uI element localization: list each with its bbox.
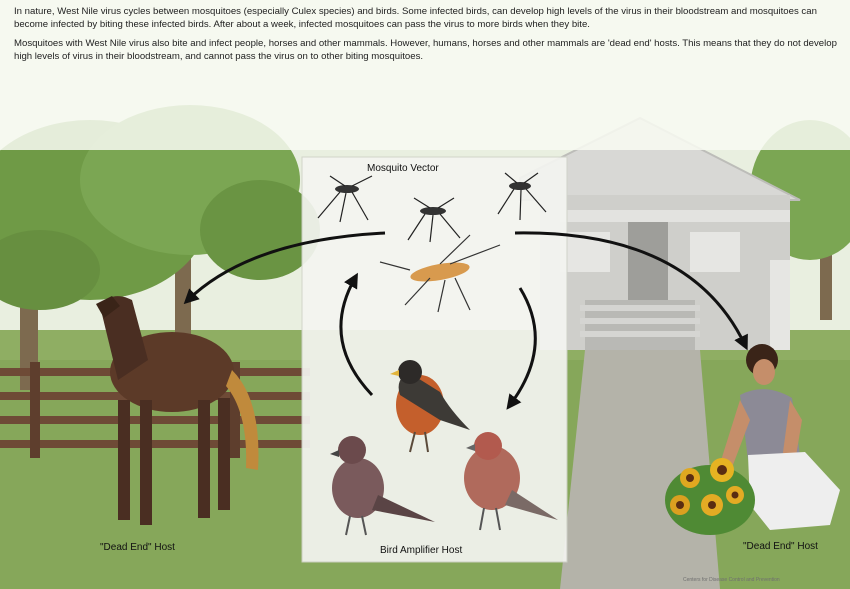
- human-dead-end-label: "Dead End" Host: [743, 541, 818, 552]
- horse-dead-end-label: "Dead End" Host: [100, 542, 175, 553]
- intro-paragraph-1: In nature, West Nile virus cycles betwee…: [14, 6, 838, 31]
- credit-text: Centers for Disease Control and Preventi…: [683, 577, 780, 583]
- bird-amplifier-label: Bird Amplifier Host: [380, 545, 462, 556]
- mosquito-vector-label: Mosquito Vector: [367, 163, 439, 174]
- intro-paragraph-2: Mosquitoes with West Nile virus also bit…: [14, 38, 838, 63]
- intro-text-panel: In nature, West Nile virus cycles betwee…: [0, 0, 850, 150]
